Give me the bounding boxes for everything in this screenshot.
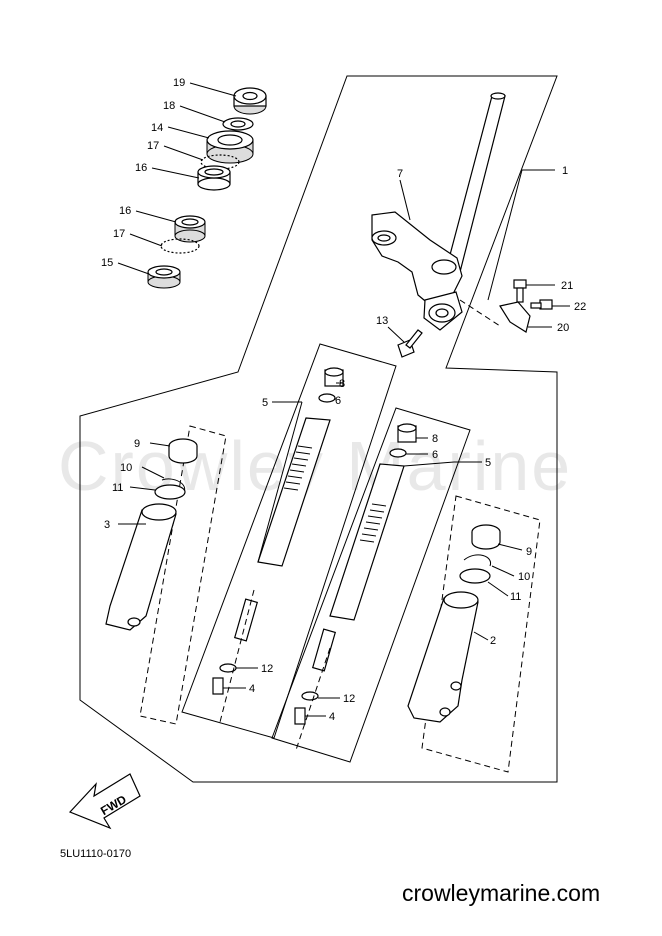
tube-dash-right — [295, 647, 331, 751]
callout-12-right: 12 — [343, 693, 355, 705]
bracket-dash-link — [459, 299, 501, 327]
callout-3: 3 — [104, 519, 110, 531]
bolt-22 — [530, 299, 553, 310]
dust-seal-15 — [147, 265, 181, 289]
steering-stem-assembly — [371, 92, 506, 331]
site-url[interactable]: crowleymarine.com — [402, 880, 601, 906]
fork-inner-panel-left — [181, 343, 397, 739]
callout-5-left: 5 — [262, 397, 268, 409]
callout-17-lower: 17 — [113, 228, 125, 240]
callout-6-left: 6 — [335, 395, 341, 407]
callout-16-upper: 16 — [135, 162, 147, 174]
callout-12-left: 12 — [261, 663, 273, 675]
callout-9-left: 9 — [134, 438, 140, 450]
callout-9-right: 9 — [526, 546, 532, 558]
callout-8-right: 8 — [432, 433, 438, 445]
washer-18 — [222, 117, 254, 131]
fork-inner-tube-left — [212, 367, 344, 695]
leaders-left-outer — [118, 442, 171, 525]
leaders-right-inner — [305, 437, 482, 717]
callout-11-right: 11 — [510, 591, 521, 603]
callout-10-right: 10 — [518, 571, 530, 583]
fork-inner-tube-right — [294, 423, 417, 725]
callout-20: 20 — [557, 322, 569, 334]
bearing-balls-17-lower — [160, 238, 200, 254]
callout-22: 22 — [574, 301, 586, 313]
bearing-race-16-lower — [174, 215, 206, 243]
diagram-code: 5LU1110-0170 — [60, 848, 132, 860]
tube-dash-left — [219, 589, 255, 723]
callout-13: 13 — [376, 315, 388, 327]
fork-inner-panel-right — [271, 407, 471, 763]
callout-14: 14 — [151, 122, 163, 134]
assembly-outline — [79, 75, 558, 783]
callout-7: 7 — [397, 168, 403, 180]
leaders-right-outer — [473, 543, 523, 641]
leaders-stem — [387, 169, 570, 343]
callout-5-right: 5 — [485, 457, 491, 469]
fork-outer-tube-left — [105, 438, 198, 631]
callout-21: 21 — [561, 280, 573, 292]
callout-1: 1 — [562, 165, 568, 177]
outer-dash-left — [139, 425, 227, 725]
callout-17-upper: 17 — [147, 140, 159, 152]
callout-2: 2 — [490, 635, 496, 647]
callout-19: 19 — [173, 77, 185, 89]
leaders-left-inner — [223, 382, 343, 689]
callout-18: 18 — [163, 100, 175, 112]
ball-race-cover-14 — [206, 130, 254, 164]
callout-4-right: 4 — [329, 711, 335, 723]
callout-16-lower: 16 — [119, 205, 131, 217]
bearing-race-16-upper — [197, 165, 231, 191]
fork-outer-tube-right — [407, 524, 501, 723]
bracket-20 — [499, 301, 531, 333]
bolt-21 — [513, 279, 527, 303]
ring-nut-19 — [233, 87, 267, 115]
fwd-arrow-icon: FWD — [68, 773, 141, 830]
callout-10-left: 10 — [120, 462, 132, 474]
callout-4-left: 4 — [249, 683, 255, 695]
callout-15: 15 — [101, 257, 113, 269]
leaders-bearing — [117, 82, 237, 275]
callout-11-left: 11 — [112, 482, 123, 494]
callout-8-left: 8 — [339, 378, 345, 390]
bolt-13 — [397, 329, 423, 358]
steering-bearing-stack — [147, 87, 267, 289]
callout-6-right: 6 — [432, 449, 438, 461]
